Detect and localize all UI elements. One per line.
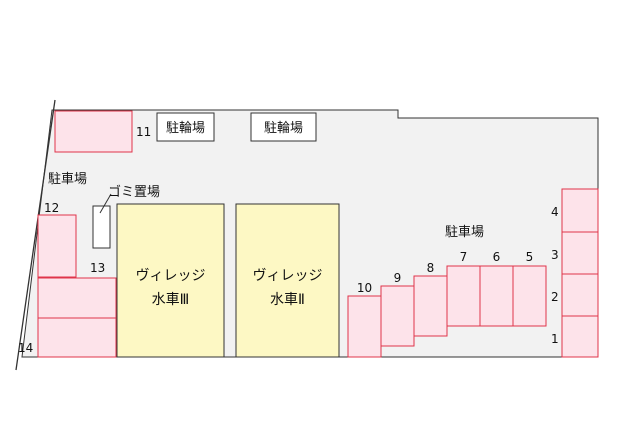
garbage-box: [92, 205, 111, 249]
space-5: [512, 265, 547, 327]
space-number-10: 10: [357, 281, 372, 295]
space-2: [561, 273, 599, 317]
bike-parking-label-2: 駐輪場: [264, 120, 303, 136]
space-number-11: 11: [136, 125, 151, 139]
space-number-14: 14: [18, 341, 33, 355]
space-7: [446, 265, 481, 327]
space-number-3: 3: [551, 248, 559, 262]
building-village-suisha-2: [235, 203, 340, 358]
space-10: [347, 295, 382, 358]
space-number-13: 13: [90, 261, 105, 275]
space-number-7: 7: [460, 250, 468, 264]
space-3: [561, 231, 599, 275]
bike-parking-box-1: [156, 112, 215, 142]
space-14: [37, 317, 117, 358]
bike-parking-box-2: [250, 112, 317, 142]
space-number-12: 12: [44, 201, 59, 215]
space-number-8: 8: [427, 261, 435, 275]
parking-label-east: 駐車場: [445, 225, 484, 240]
space-number-5: 5: [526, 250, 534, 264]
space-13: [37, 277, 117, 319]
building-3-number: 水車Ⅲ: [152, 291, 190, 308]
space-6: [479, 265, 514, 327]
bike-parking-label-1: 駐輪場: [166, 120, 205, 136]
space-number-6: 6: [493, 250, 501, 264]
building-2-name: ヴィレッジ: [253, 267, 323, 284]
building-2-number: 水車Ⅱ: [270, 291, 305, 308]
space-number-2: 2: [551, 290, 559, 304]
space-8: [413, 275, 448, 337]
space-9: [380, 285, 415, 347]
space-number-1: 1: [551, 332, 559, 346]
parking-label-west: 駐車場: [48, 172, 87, 187]
building-village-suisha-3: [116, 203, 225, 358]
space-11: [54, 110, 133, 153]
garbage-leader-line: [99, 193, 112, 214]
lot-edge-line: [15, 99, 56, 371]
building-3-name: ヴィレッジ: [136, 267, 206, 284]
space-number-9: 9: [394, 271, 402, 285]
space-4: [561, 188, 599, 233]
parking-spaces: [37, 110, 599, 358]
space-number-4: 4: [551, 205, 559, 219]
garbage-label: ゴミ置場: [108, 184, 160, 200]
space-1: [561, 315, 599, 358]
space-12: [37, 214, 77, 278]
